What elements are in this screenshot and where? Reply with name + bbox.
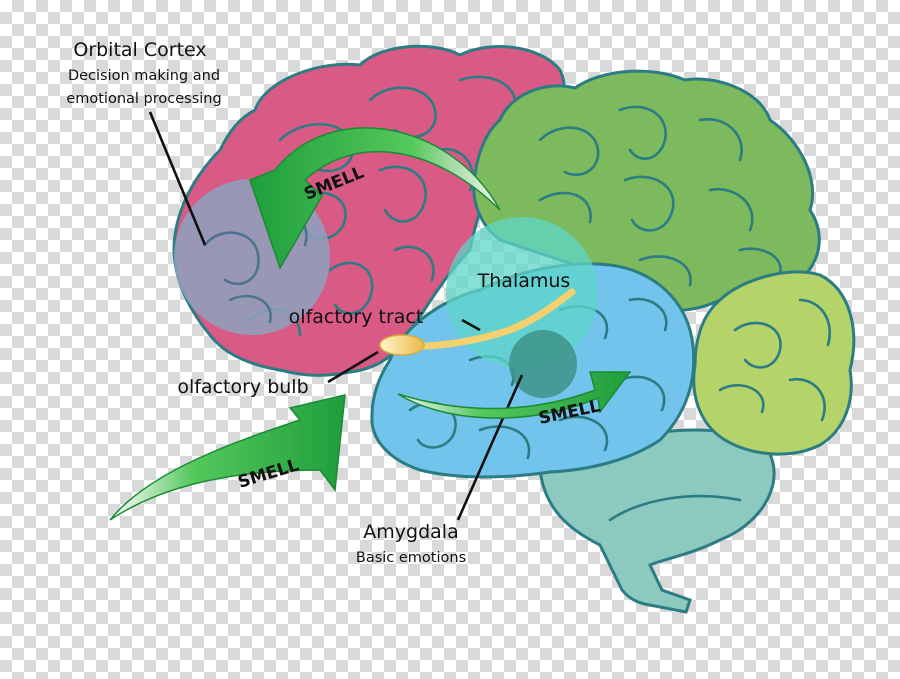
olfactory-bulb-label: olfactory bulb [177,376,308,398]
olfactory-bulb [379,334,425,356]
orbital-cortex-title: Orbital Cortex [73,39,206,61]
olfactory-tract-label: olfactory tract [289,306,424,328]
smell-arrow-icon [249,127,501,270]
smell-arrow-icon [109,394,346,521]
amygdala-subtitle: Basic emotions [356,550,466,566]
olfactory-tract [398,288,576,350]
amygdala-title: Amygdala [363,521,458,543]
amygdala-highlight [509,330,577,398]
smell-arrow-bulb: SMELL [109,394,346,521]
brainstem-cerebellum [538,428,776,614]
thalamus-highlight [446,217,598,369]
orbital-cortex-description-line1: Decision making and [68,68,220,84]
smell-arrow-icon [397,371,632,419]
thalamus-label: Thalamus [477,270,571,292]
leader-lines [148,111,524,521]
orbital-cortex-description-line2: emotional processing [66,91,221,107]
